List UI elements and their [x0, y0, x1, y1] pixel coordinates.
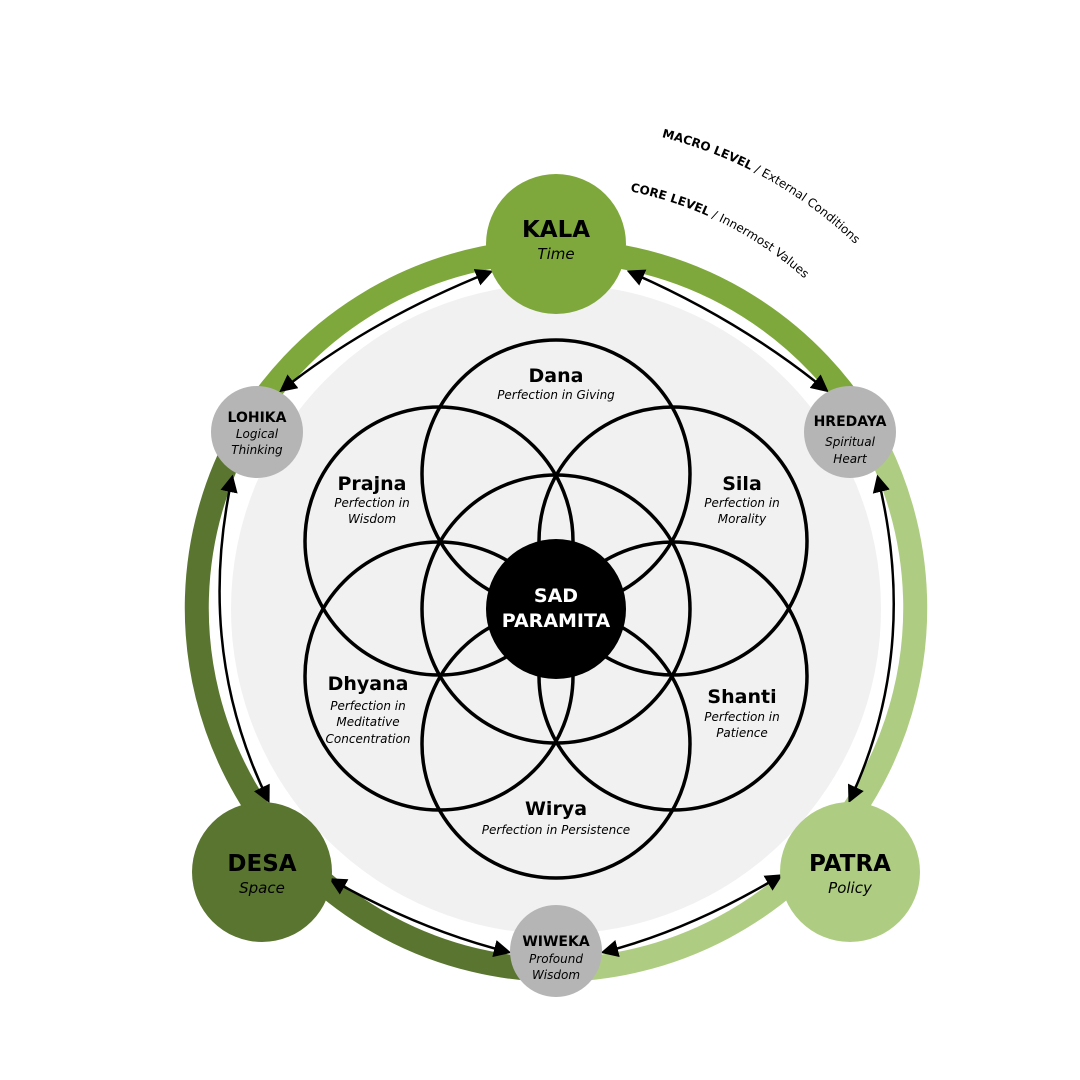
- petal-title-prajna: Prajna: [338, 473, 407, 495]
- petal-desc-sila-2: Morality: [718, 512, 767, 526]
- petal-desc-shanti-1: Perfection in: [704, 710, 780, 724]
- macro-level-rest: / External Conditions: [749, 160, 863, 246]
- connector-hredaya-title: HREDAYA: [814, 414, 887, 430]
- petal-title-shanti: Shanti: [707, 686, 776, 708]
- petal-title-dhyana: Dhyana: [328, 673, 409, 695]
- macro-level-bold: MACRO LEVEL: [661, 126, 756, 172]
- connector-lohika-title: LOHIKA: [228, 410, 287, 426]
- connector-lohika-line1: Logical: [236, 427, 279, 441]
- center-line2: PARAMITA: [502, 610, 611, 632]
- connector-wiweka-line2: Wisdom: [532, 968, 580, 982]
- petal-title-dana: Dana: [529, 365, 584, 387]
- arrow-patra-wiweka: [600, 874, 784, 958]
- petal-desc-wirya: Perfection in Persistence: [482, 823, 630, 837]
- connector-wiweka: WIWEKA Profound Wisdom: [510, 905, 602, 997]
- arrow-desa-wiweka: [328, 878, 512, 958]
- petal-desc-prajna-1: Perfection in: [334, 496, 410, 510]
- petal-desc-sila-1: Perfection in: [704, 496, 780, 510]
- node-patra-subtitle: Policy: [828, 879, 873, 897]
- petal-circles: [303, 338, 809, 880]
- petal-title-sila: Sila: [722, 473, 762, 495]
- petal-label-prajna: Prajna Perfection in Wisdom: [334, 473, 410, 526]
- center-line1: SAD: [534, 585, 578, 607]
- petal-label-dana: Dana Perfection in Giving: [497, 365, 615, 402]
- connector-wiweka-title: WIWEKA: [522, 934, 590, 950]
- macro-level-label: MACRO LEVEL / External Conditions: [661, 126, 863, 246]
- petal-circle-center: [420, 473, 692, 745]
- arrow-kala-lohika: [279, 269, 494, 393]
- node-desa: DESA Space: [192, 802, 332, 942]
- node-desa-subtitle: Space: [239, 879, 285, 897]
- node-kala-title: KALA: [522, 217, 590, 243]
- node-kala-subtitle: Time: [537, 245, 574, 263]
- petal-label-dhyana: Dhyana Perfection in Meditative Concentr…: [326, 673, 411, 746]
- petal-desc-prajna-2: Wisdom: [348, 512, 396, 526]
- node-desa-title: DESA: [227, 851, 296, 877]
- connector-hredaya: HREDAYA Spiritual Heart: [804, 386, 896, 478]
- core-level-bold: CORE LEVEL: [629, 181, 712, 219]
- connector-lohika: LOHIKA Logical Thinking: [211, 386, 303, 478]
- petal-desc-dhyana-2: Meditative: [336, 715, 399, 729]
- petal-desc-dana: Perfection in Giving: [497, 388, 615, 402]
- petal-title-wirya: Wirya: [525, 798, 587, 820]
- node-patra-title: PATRA: [809, 851, 891, 877]
- petal-desc-dhyana-3: Concentration: [326, 732, 411, 746]
- arrow-hredaya-patra: [847, 474, 895, 804]
- petal-desc-dhyana-1: Perfection in: [330, 699, 406, 713]
- core-level-rest: / Innermost Values: [707, 206, 812, 281]
- connector-wiweka-line1: Profound: [529, 952, 583, 966]
- node-kala: KALA Time: [486, 174, 626, 314]
- connector-lohika-line2: Thinking: [231, 443, 283, 457]
- petal-label-wirya: Wirya Perfection in Persistence: [482, 798, 630, 837]
- arrow-lohika-desa: [218, 474, 270, 804]
- connector-hredaya-line2: Heart: [833, 452, 868, 466]
- petal-label-sila: Sila Perfection in Morality: [704, 473, 780, 526]
- arrow-kala-hredaya: [626, 269, 829, 393]
- center-circle: [486, 539, 626, 679]
- petal-desc-shanti-2: Patience: [716, 726, 768, 740]
- ring-arrows: [218, 269, 895, 958]
- node-patra: PATRA Policy: [780, 802, 920, 942]
- connector-hredaya-line1: Spiritual: [825, 435, 876, 449]
- petal-label-shanti: Shanti Perfection in Patience: [704, 686, 780, 740]
